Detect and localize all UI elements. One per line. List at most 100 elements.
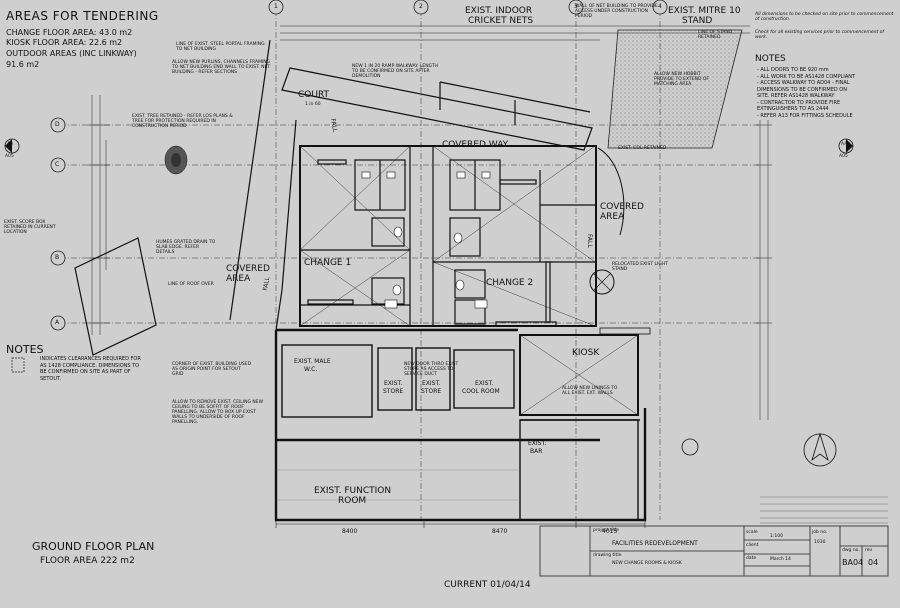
dim-bottom: 4015 bbox=[602, 528, 618, 535]
room-store-2: EXIST. bbox=[422, 380, 441, 387]
callout: NEW 1 IN 20 RAMP WALKWAY. LENGTH TO BE C… bbox=[352, 64, 439, 79]
room-covered-area-left-2: AREA bbox=[226, 274, 251, 284]
room-store-2b: STORE bbox=[421, 388, 442, 395]
tb-project: FACILITIES REDEVELOPMENT bbox=[612, 540, 698, 547]
section-tag: AA bbox=[841, 142, 848, 147]
callout: ALLOW NEW HOBBIT PROVIDE TO EXTEND OF MA… bbox=[654, 72, 709, 87]
note-item: EXTINGUISHERS TO AS 2444 bbox=[757, 106, 829, 112]
section-tag: AA bbox=[7, 142, 14, 147]
current-stamp: CURRENT 01/04/14 bbox=[444, 580, 531, 590]
tb-project-label: project title bbox=[593, 528, 619, 533]
room-bar-2: BAR bbox=[530, 448, 543, 455]
grid-label-a: A bbox=[55, 319, 60, 326]
grid-label-2: 2 bbox=[419, 3, 423, 10]
callout: EXIST. SCORE BOX RETAINED IN CURRENT LOC… bbox=[4, 220, 56, 235]
tb-drawing-label: drawing title bbox=[593, 553, 622, 558]
tb-job: 1030 bbox=[814, 540, 826, 545]
grid-label-3: 3 bbox=[574, 3, 578, 10]
heading-nets: CRICKET NETS bbox=[468, 16, 534, 26]
note-item: - ALL DOORS TO BE 920 mm bbox=[757, 67, 829, 73]
tb-rev: 04 bbox=[868, 558, 879, 567]
note-item: - REFER A13 FOR FITTINGS SCHEDULE bbox=[757, 112, 853, 119]
tb-client-label: client bbox=[746, 543, 759, 548]
plan-title: GROUND FLOOR PLAN bbox=[32, 540, 155, 553]
callout: WALL OF NET BUILDING TO PROVIDE ACCESS U… bbox=[575, 4, 658, 19]
note-item: SITE. REFER AS1428 WALKWAY bbox=[757, 93, 835, 99]
section-tag: A05 bbox=[839, 154, 848, 159]
tb-date-label: date bbox=[746, 556, 757, 561]
areas-line: 91.6 m2 bbox=[6, 60, 40, 69]
callout: EXIST. COL RETAINED bbox=[618, 146, 667, 151]
notes-left-text: INDICATES CLEARANCES REQUIRED FOR AS 142… bbox=[40, 356, 141, 382]
callout: ALLOW TO REMOVE EXIST. CEILING NEW CEILI… bbox=[172, 400, 264, 425]
room-change-2: CHANGE 2 bbox=[486, 278, 534, 288]
note-line: BE CONFIRMED ON SITE AS PART OF bbox=[40, 369, 131, 375]
callout: LINE OF ROOF OVER bbox=[168, 282, 214, 287]
grid-label-1: 1 bbox=[274, 3, 278, 10]
areas-line: KIOSK FLOOR AREA: 22.6 m2 bbox=[6, 38, 123, 47]
notes-right-list: - ALL DOORS TO BE 920 mm - ALL WORK TO B… bbox=[757, 67, 855, 119]
room-store-1b: STORE bbox=[383, 388, 404, 395]
dim-bottom: 8470 bbox=[492, 528, 508, 535]
callout: ALLOW NEW PURLINS, CHANNELS FRAMING TO N… bbox=[172, 60, 271, 75]
note-item: - ALL WORK TO BE AS1428 COMPLIANT bbox=[757, 73, 856, 80]
plan-subtitle: FLOOR AREA 222 m2 bbox=[40, 556, 135, 566]
tb-job-label: job no. bbox=[812, 530, 828, 535]
top-note: All dimensions to be checked on site pri… bbox=[755, 12, 894, 22]
areas-line: OUTDOOR AREAS (INC LINKWAY) bbox=[6, 49, 137, 58]
callout: CORNER OF EXIST. BUILDING USED AS ORIGIN… bbox=[172, 362, 252, 377]
note-line: SETOUT. bbox=[40, 375, 62, 382]
note-item: - CONTRACTOR TO PROVIDE FIRE bbox=[757, 99, 841, 106]
room-male-wc: EXIST. MALE bbox=[294, 358, 331, 365]
notes-left-title: NOTES bbox=[6, 343, 44, 356]
top-note-2: Check for all existing services prior to… bbox=[755, 30, 884, 40]
tb-scale-label: scale bbox=[746, 530, 758, 535]
heading-stand: STAND bbox=[682, 16, 713, 26]
room-function: EXIST. FUNCTION bbox=[314, 486, 392, 496]
tb-rev-label: rev bbox=[865, 548, 873, 553]
room-covered-area-left: COVERED bbox=[226, 264, 270, 274]
dim-bottom: 8400 bbox=[342, 528, 358, 535]
callout: ALLOW NEW LININGS TO ALL EXIST. EXT. WAL… bbox=[562, 386, 618, 396]
fall-label: FALL bbox=[586, 234, 593, 248]
grid-label-4: 4 bbox=[658, 3, 662, 10]
grid-label-c: C bbox=[55, 161, 60, 168]
tb-drawing: NEW CHANGE ROOMS & KIOSK bbox=[612, 561, 682, 566]
heading-indoor: EXIST. INDOOR bbox=[465, 6, 533, 16]
heading-mitre: EXIST. MITRE 10 bbox=[668, 6, 741, 16]
court-scale: 1 in 60 bbox=[305, 102, 321, 107]
room-kiosk: KIOSK bbox=[572, 348, 600, 358]
grid-label-b: B bbox=[55, 254, 60, 261]
tb-dwgno-label: dwg no. bbox=[842, 548, 860, 553]
room-male-wc-2: W.C. bbox=[304, 366, 318, 373]
room-function-2: ROOM bbox=[338, 496, 367, 506]
areas-title: AREAS FOR TENDERING bbox=[6, 9, 159, 23]
grid-label-d: D bbox=[55, 121, 60, 128]
callout: EXIST. TREE RETAINED - REFER LOS PLANS &… bbox=[132, 114, 233, 129]
room-change-1: CHANGE 1 bbox=[304, 258, 352, 268]
tb-scale: 1:100 bbox=[770, 534, 783, 539]
room-bar: EXIST. bbox=[528, 440, 547, 447]
note-item: DIMENSIONS TO BE CONFIRMED ON bbox=[757, 86, 847, 93]
room-cool: EXIST. bbox=[475, 380, 494, 387]
callout: HUMES GRATED DRAIN TO SLAB EDGE. REFER D… bbox=[156, 240, 216, 255]
room-court: COURT bbox=[298, 90, 330, 100]
callout: LINE OF STAND RETAINED bbox=[698, 30, 733, 40]
section-tag: A05 bbox=[5, 154, 14, 159]
room-covered-area-right-2: AREA bbox=[600, 212, 625, 222]
note-item: - ACCESS WALKWAY TO AD04 - FINAL bbox=[757, 80, 850, 86]
tb-date: March 14 bbox=[770, 557, 791, 562]
room-cool-2: COOL ROOM bbox=[462, 388, 500, 395]
areas-line: CHANGE FLOOR AREA: 43.0 m2 bbox=[6, 28, 133, 37]
callout: LINE OF EXIST. STEEL PORTAL FRAMING TO N… bbox=[176, 42, 265, 52]
tb-dwgno: BA04 bbox=[842, 558, 864, 567]
note-line: INDICATES CLEARANCES REQUIRED FOR bbox=[40, 356, 141, 362]
room-store-1: EXIST. bbox=[384, 380, 403, 387]
room-covered-area-right: COVERED bbox=[600, 202, 644, 212]
callout: NEW DOOR THRO EXIST STORE AS ACCESS TO S… bbox=[404, 362, 459, 377]
notes-right-title: NOTES bbox=[755, 54, 786, 64]
room-covered-way: COVERED WAY bbox=[442, 140, 509, 150]
callout: RELOCATED EXIST LIGHT STAND bbox=[612, 262, 668, 272]
note-line: AS 1428 COMPLIANCE. DIMENSIONS TO bbox=[40, 362, 140, 369]
